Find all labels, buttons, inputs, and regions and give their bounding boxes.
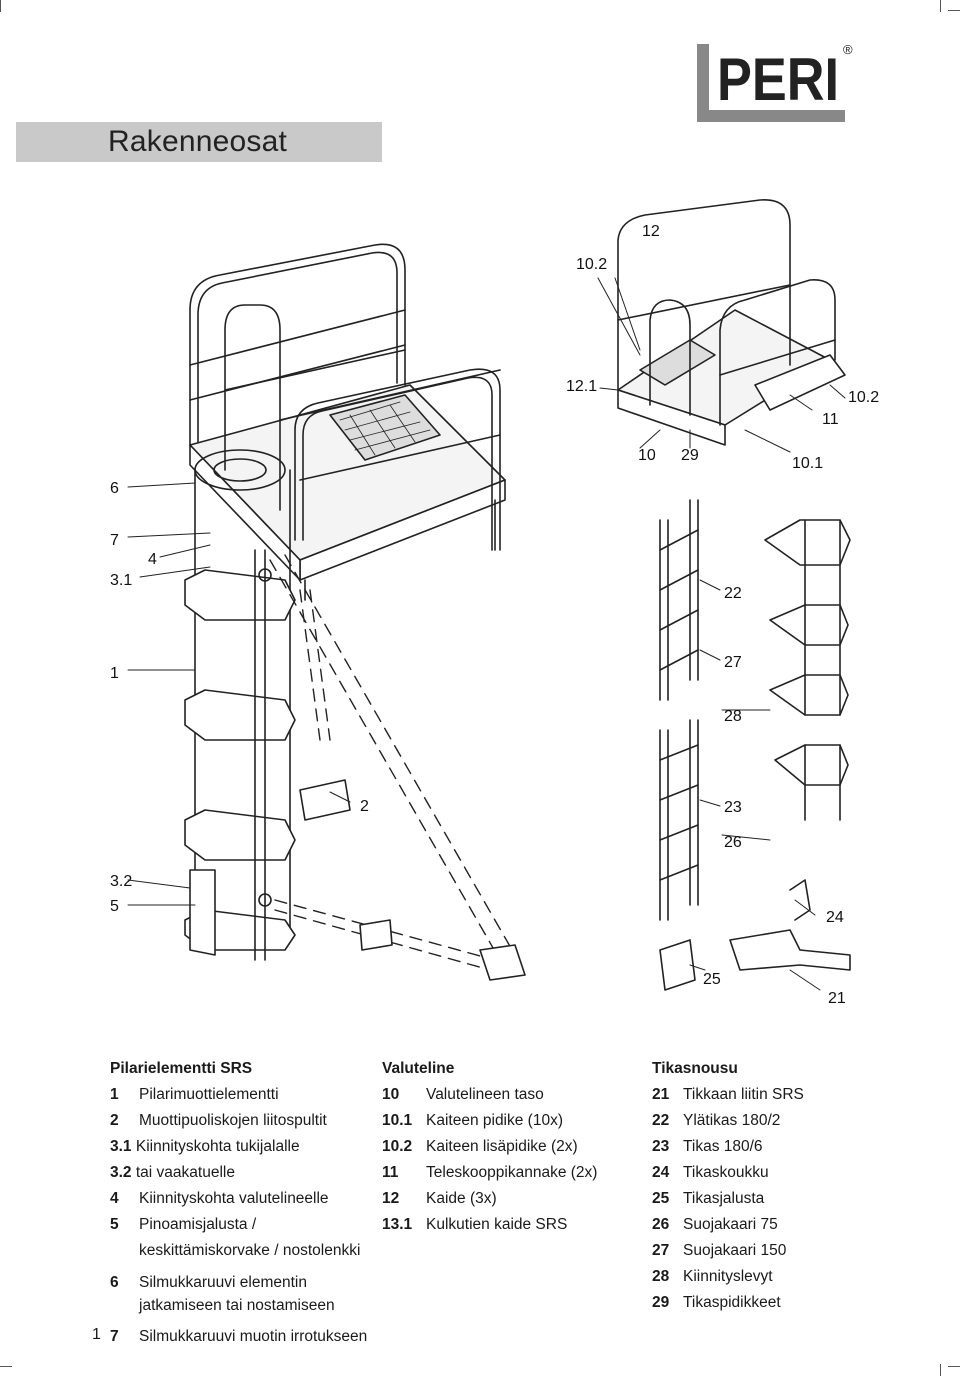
column-formwork [184, 449, 296, 961]
callout: 25 [703, 971, 721, 988]
crop-mark [940, 1364, 941, 1376]
crop-mark [940, 0, 941, 12]
callout: 3.1 [110, 572, 132, 589]
legend-heading: Tikasnousu [652, 1060, 738, 1077]
technical-drawing: 12 10.2 12.1 10 29 10.1 11 10.2 6 7 4 3.… [110, 199, 879, 1007]
page-title: Rakenneosat [108, 125, 287, 158]
legend-heading: Valuteline [382, 1060, 455, 1077]
callout: 10.2 [576, 256, 607, 273]
callout-labels: 12 10.2 12.1 10 29 10.1 11 10.2 6 7 4 3.… [110, 223, 879, 1007]
peri-logo: PERI ® [697, 42, 853, 122]
callout: 5 [110, 898, 119, 915]
callout: 6 [110, 480, 119, 497]
crop-mark [0, 0, 1, 12]
small-platform [617, 199, 846, 446]
callout: 11 [822, 411, 839, 428]
callout: 3.2 [110, 873, 132, 890]
leader-lines [127, 277, 846, 991]
callout: 29 [681, 447, 699, 464]
callout: 27 [724, 654, 742, 671]
crop-mark [0, 1366, 12, 1367]
props [269, 554, 516, 971]
callout: 22 [724, 585, 742, 602]
crop-mark [948, 10, 960, 11]
callout: 23 [724, 799, 742, 816]
callout: 10.1 [792, 455, 823, 472]
page-number: 1 [92, 1326, 101, 1343]
callout: 12 [642, 223, 660, 240]
callout: 28 [724, 708, 742, 725]
callout: 21 [828, 990, 846, 1007]
callout: 10.2 [848, 389, 879, 406]
title-bar: Rakenneosat [16, 122, 382, 162]
callout: 12.1 [566, 378, 597, 395]
legend-item: 3.2 tai vaakatuelle [110, 1164, 235, 1181]
crop-mark [948, 1366, 960, 1367]
callout: 1 [110, 665, 119, 682]
legend-heading: Pilarielementti SRS [110, 1060, 253, 1077]
logo-text: PERI [717, 46, 839, 113]
main-platform [189, 243, 506, 601]
callout: 10 [638, 447, 656, 464]
callout: 7 [110, 532, 119, 549]
legend-item-continued: keskittämiskorvake / nostolenkki [139, 1242, 361, 1259]
callout: 4 [148, 551, 157, 568]
callout: 26 [724, 834, 742, 851]
callout: 2 [360, 798, 369, 815]
callout: 24 [826, 909, 844, 926]
legend-item-continued: jatkamiseen tai nostamiseen [139, 1297, 335, 1314]
registered-mark: ® [843, 42, 853, 57]
ladder-cage [659, 499, 851, 991]
legend-item: 3.1 Kiinnityskohta tukijalalle [110, 1138, 300, 1155]
